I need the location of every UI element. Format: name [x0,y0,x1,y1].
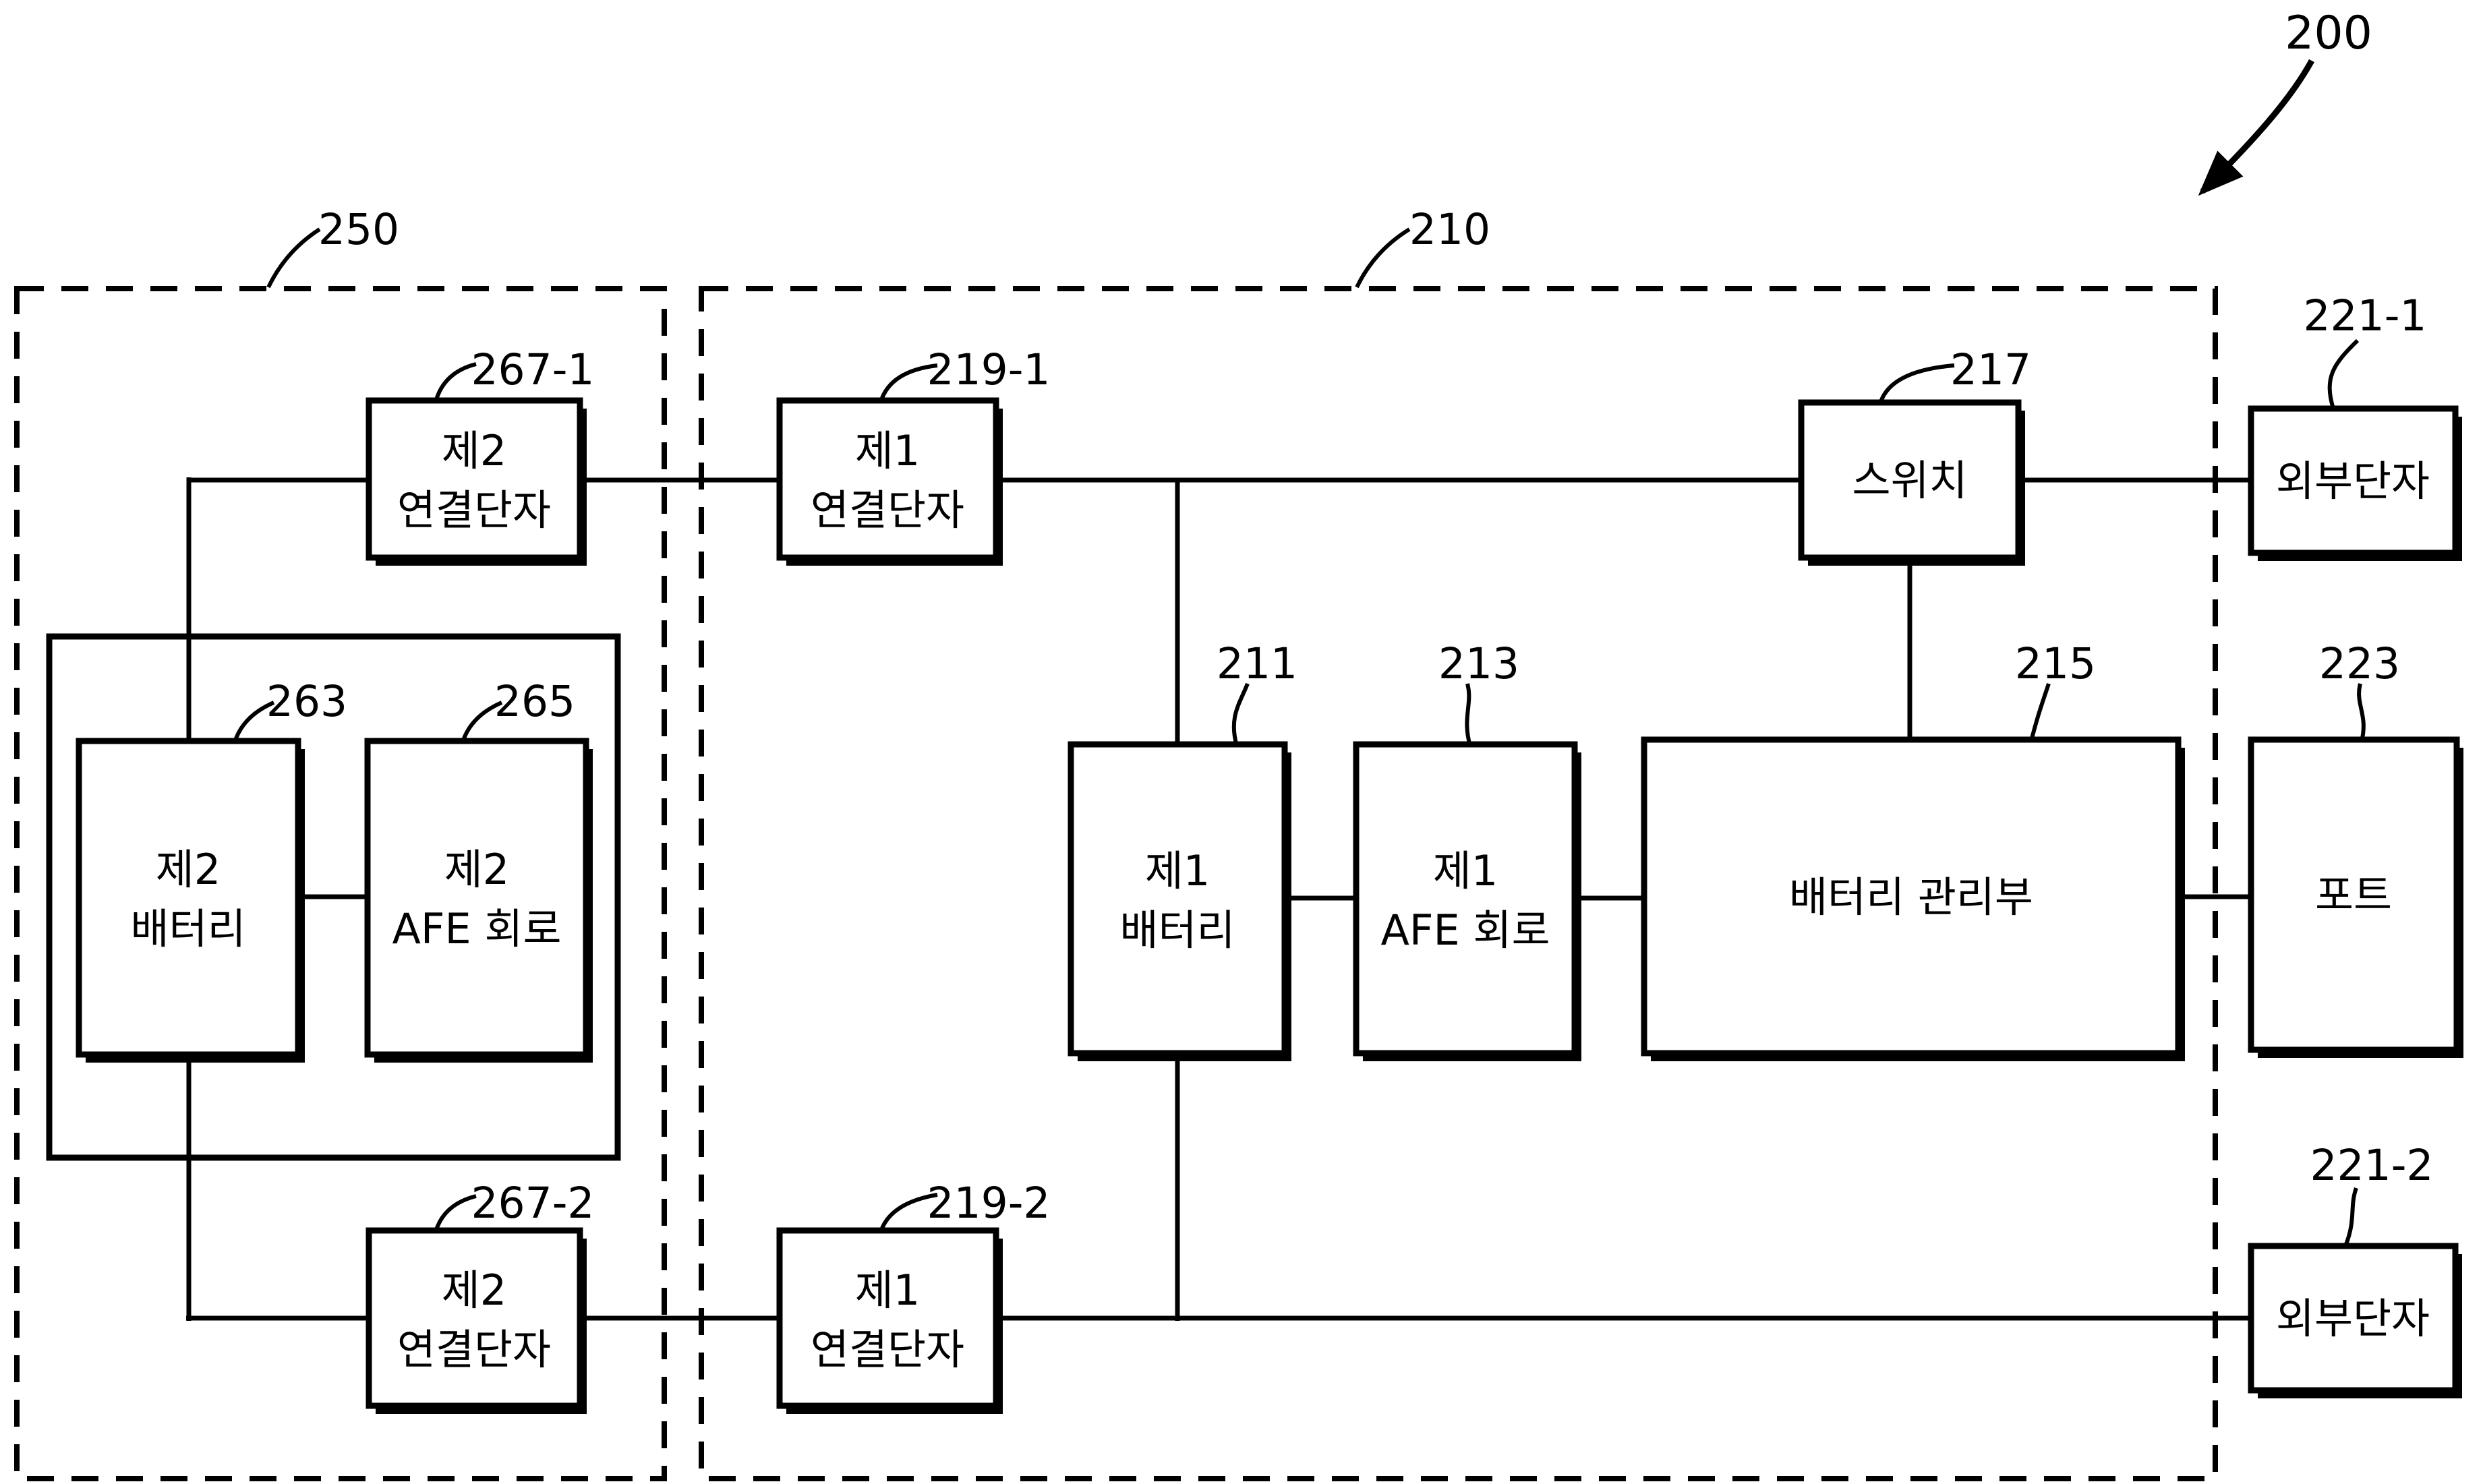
block-battery-1: 제1 배터리 [1068,741,1291,1061]
block-switch: 스위치 [1798,399,2025,566]
block-port: 포트 [2248,736,2463,1058]
leader-263 [233,701,275,743]
leader-267-2 [434,1194,477,1233]
block-label-line2: 연결단자 [397,485,551,535]
leader-219-1 [879,363,938,403]
block-label-line1: 제1 [855,426,921,475]
block-label-line2: AFE 회로 [1380,906,1550,955]
leader-221-1 [2327,338,2360,409]
leader-213 [1465,683,1472,746]
ref-label-267-2: 267-2 [471,1179,594,1228]
ref-label-263: 263 [266,677,347,726]
block-border [2248,405,2459,556]
leader-217 [1878,363,1955,405]
block-border [366,1227,583,1409]
leader-211 [1231,682,1250,746]
block-label: 포트 [2315,870,2392,920]
block-border [2248,1243,2459,1394]
block-label-line1: 제1 [1433,846,1498,895]
leader-223 [2357,683,2366,742]
block-label-line1: 제2 [156,845,221,894]
block-label-line2: 배터리 [130,904,245,953]
block-border [1798,399,2022,561]
block-label-line2: 연결단자 [811,1325,964,1374]
ref-label-200: 200 [2285,7,2372,60]
block-ext-terminal-1: 외부단자 [2248,405,2462,561]
block-label-line2: 배터리 [1119,906,1235,955]
block-border [76,738,301,1058]
block-border [366,397,583,561]
ref-label-267-1: 267-1 [471,345,594,394]
block-label-line1: 제1 [855,1266,921,1315]
block-label-line1: 제2 [444,845,510,894]
block-afe-2: 제2 AFE 회로 [364,738,593,1063]
block-label-line1: 제1 [1145,846,1210,895]
ref-label-223: 223 [2319,639,2400,688]
block-t219-2: 제1 연결단자 [776,1227,1003,1414]
leader-265 [461,701,503,743]
ref-label-221-1: 221-1 [2303,291,2426,340]
block-border [776,1227,999,1409]
leader-219-2 [879,1193,938,1233]
ref-label-219-1: 219-1 [927,345,1050,394]
leader-215 [2029,683,2051,742]
ref-label-211: 211 [1217,639,1297,688]
block-label-line1: 제2 [442,1266,507,1315]
block-label-line2: 연결단자 [397,1325,551,1374]
block-border [1068,741,1288,1057]
ref-label-215: 215 [2015,639,2096,688]
ref-label-265: 265 [494,677,575,726]
block-afe-1: 제1 AFE 회로 [1353,741,1581,1061]
block-label: 외부단자 [2276,456,2430,506]
leader-267-1 [434,362,477,403]
leader-250 [266,227,321,289]
group-210-boundary [699,286,2218,1481]
second-pack-inner-container [46,633,621,1161]
block-label-line2: AFE 회로 [392,904,561,953]
block-label-line1: 제2 [442,426,507,475]
block-border [364,738,589,1058]
connector-lines [186,477,2254,1321]
ref-label-219-2: 219-2 [927,1179,1050,1228]
ref-label-217: 217 [1950,345,2031,394]
block-label: 스위치 [1852,456,1967,505]
ref-label-213: 213 [1438,639,1519,688]
block-label-line2: 연결단자 [811,485,964,535]
ref-label-210: 210 [1409,205,1490,254]
block-t219-1: 제1 연결단자 [776,397,1003,566]
reference-numerals: 200 250 210 267-1 219-1 217 221-1 263 26… [233,7,2434,1247]
block-ext-terminal-2: 외부단자 [2248,1243,2462,1398]
block-border [776,397,999,561]
block-label: 외부단자 [2276,1294,2430,1343]
leader-210 [1355,227,1411,289]
block-battery-2: 제2 배터리 [76,738,305,1063]
block-battery-manager: 배터리 관리부 [1641,736,2185,1061]
block-label: 배터리 관리부 [1789,872,2033,922]
block-border [1641,736,2182,1057]
block-t267-1: 제2 연결단자 [366,397,587,566]
block-t267-2: 제2 연결단자 [366,1227,587,1414]
block-border [1353,741,1578,1057]
figure-pointer-arrow [2198,59,2314,196]
ref-label-221-2: 221-2 [2310,1141,2433,1190]
leader-221-2 [2343,1187,2358,1247]
ref-label-250: 250 [318,205,399,254]
group-250-boundary [14,286,667,1481]
block-border [2248,736,2460,1053]
